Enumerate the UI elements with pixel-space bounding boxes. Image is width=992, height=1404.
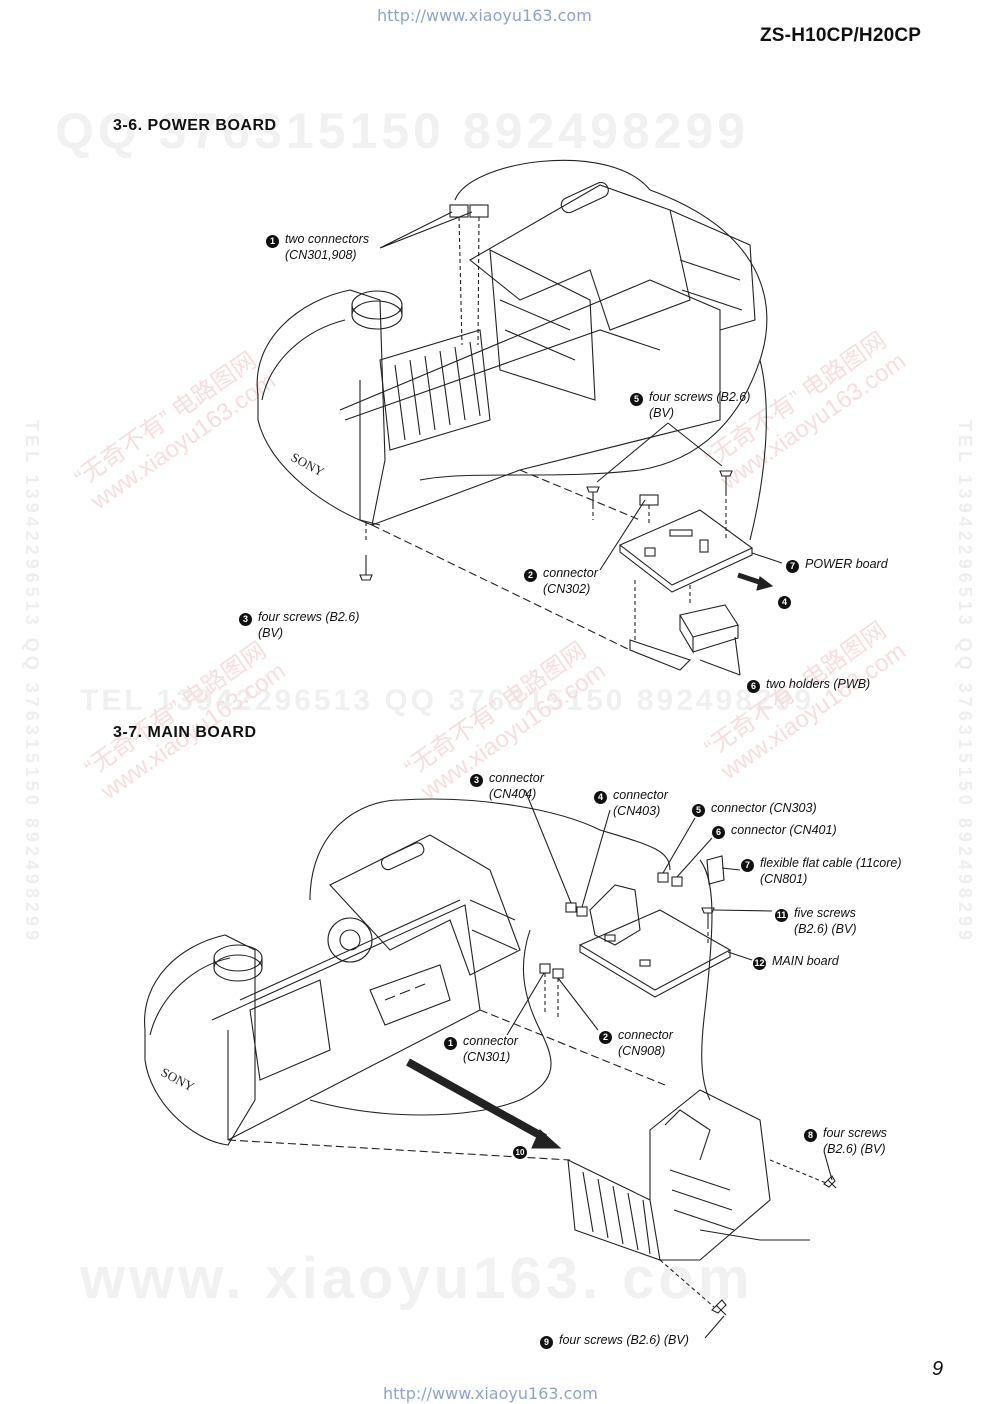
callout-mb-9: 9 four screws (B2.6) (BV) — [540, 1333, 689, 1349]
watermark-tel: TEL 13942296513 QQ 376315150 892498299 — [80, 684, 814, 717]
callout-text: four screws — [823, 1126, 887, 1140]
callout-text: (CN801) — [760, 872, 808, 886]
callout-mb-10: 10 — [513, 1143, 533, 1159]
callout-pb-1: 1 two connectors (CN301,908) — [266, 232, 369, 263]
callout-pb-5: 5 four screws (B2.6) (BV) — [630, 390, 750, 421]
callout-num: 4 — [778, 596, 791, 609]
callout-num: 10 — [513, 1146, 527, 1159]
callout-mb-5: 5 connector (CN303) — [692, 801, 817, 817]
callout-text: (CN908) — [618, 1044, 666, 1058]
model-number: ZS-H10CP/H20CP — [760, 25, 922, 46]
heatsink-fins — [379, 329, 491, 451]
callout-text: two connectors — [285, 232, 370, 246]
callout-text: (CN301) — [463, 1050, 511, 1064]
top-url: http://www.xiaoyu163.com — [377, 6, 592, 25]
callout-num: 5 — [630, 393, 643, 406]
sony-logo-2: SONY — [159, 1064, 198, 1094]
callout-num: 1 — [266, 235, 279, 248]
callout-text: (B2.6) (BV) — [823, 1142, 886, 1156]
holder-1 — [679, 604, 739, 655]
callout-mb-11: 11 five screws (B2.6) (BV) — [775, 906, 857, 937]
callout-text: four screws (B2.6) (BV) — [559, 1333, 689, 1347]
callout-text: connector (CN401) — [731, 823, 837, 837]
callout-text: four screws (B2.6) — [649, 390, 751, 404]
callout-num: 9 — [540, 1336, 553, 1349]
chassis — [339, 279, 721, 526]
section-title-power-board: 3-6. POWER BOARD — [113, 117, 277, 134]
callout-pb-3: 3 four screws (B2.6) (BV) — [239, 610, 359, 641]
callout-mb-6: 6 connector (CN401) — [712, 823, 837, 839]
callout-num: 2 — [524, 569, 537, 582]
callout-text: (CN403) — [613, 804, 661, 818]
callout-num: 4 — [594, 791, 607, 804]
speaker-box — [589, 884, 641, 946]
callout-mb-7: 7 flexible flat cable (11core) (CN801) — [741, 856, 902, 887]
callout-text: (B2.6) (BV) — [794, 922, 857, 936]
top-bracket — [469, 184, 691, 331]
callout-num: 12 — [753, 957, 766, 970]
callout-text: five screws — [794, 906, 856, 920]
heatsink-assembly — [567, 1089, 810, 1261]
page-number: 9 — [932, 1358, 944, 1380]
callout-mb-2: 2 connector (CN908) — [599, 1028, 673, 1059]
callout-pb-6: 6 two holders (PWB) — [747, 677, 870, 693]
callout-text: MAIN board — [772, 954, 839, 968]
callout-text: (CN301,908) — [285, 248, 357, 262]
top-bracket — [329, 834, 521, 976]
callout-text: connector (CN303) — [711, 801, 817, 815]
power-board-pcb — [618, 509, 754, 593]
callout-text: (BV) — [258, 626, 283, 640]
section-title-main-board: 3-7. MAIN BOARD — [113, 724, 257, 741]
callout-num: 5 — [692, 804, 705, 817]
callout-text: connector — [543, 566, 598, 580]
callout-mb-3: 3 connector (CN404) — [470, 771, 544, 802]
watermark-qq: QQ 376315150 892498299 — [55, 103, 750, 159]
callout-num: 7 — [786, 560, 799, 573]
callout-num: 6 — [747, 680, 760, 693]
callout-pb-7: 7 POWER board — [786, 557, 888, 573]
bottom-url: http://www.xiaoyu163.com — [383, 1384, 598, 1403]
callout-mb-4: 4 connector (CN403) — [594, 788, 668, 819]
callout-mb-1: 1 connector (CN301) — [444, 1034, 518, 1065]
speaker-housing — [144, 934, 256, 1146]
callout-num: 7 — [741, 859, 754, 872]
callout-text: four screws (B2.6) — [258, 610, 360, 624]
callout-pb-4: 4 — [778, 593, 797, 609]
callout-mb-8: 8 four screws (B2.6) (BV) — [804, 1126, 887, 1157]
callout-num: 2 — [599, 1031, 612, 1044]
chassis — [211, 904, 481, 1141]
callout-text: flexible flat cable (11core) — [760, 856, 902, 870]
callout-num: 3 — [239, 613, 252, 626]
callout-text: (BV) — [649, 406, 674, 420]
callout-num: 1 — [444, 1037, 457, 1050]
callout-text: connector — [489, 771, 544, 785]
callout-text: two holders (PWB) — [766, 677, 871, 691]
callout-pb-2: 2 connector (CN302) — [524, 566, 598, 597]
callout-text: POWER board — [805, 557, 888, 571]
callout-num: 6 — [712, 826, 725, 839]
callout-num: 8 — [804, 1129, 817, 1142]
callout-text: (CN302) — [543, 582, 591, 596]
callout-text: connector — [463, 1034, 518, 1048]
callout-text: connector — [618, 1028, 673, 1042]
callout-mb-12: 12 MAIN board — [753, 954, 839, 970]
holder-2 — [629, 639, 692, 671]
callout-text: (CN404) — [489, 787, 537, 801]
callout-text: connector — [613, 788, 668, 802]
callout-num: 3 — [470, 774, 483, 787]
watermark-www: www. xiaoyu163. com — [80, 1246, 754, 1311]
main-board-pcb — [578, 884, 732, 998]
callout-num: 11 — [775, 909, 788, 922]
